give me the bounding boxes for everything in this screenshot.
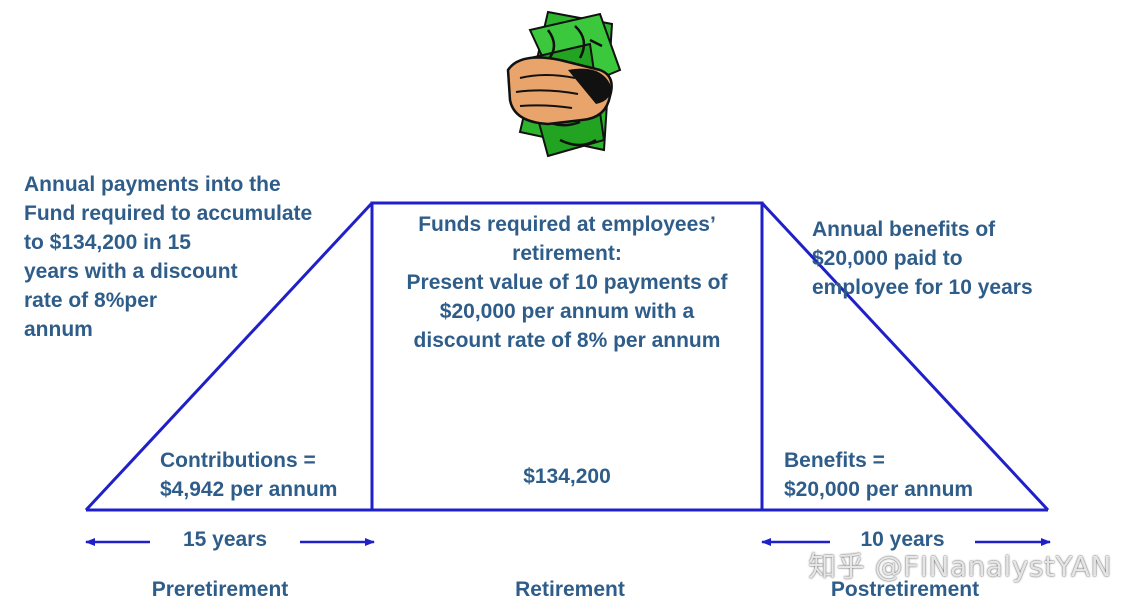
- watermark: 知乎 @FINanalystYAN: [808, 550, 1112, 583]
- fund-total-value: $134,200: [523, 465, 611, 488]
- preretirement-note: Annual payments into the Fund required t…: [24, 173, 313, 341]
- hand-holding-money-icon: [506, 10, 622, 158]
- postretirement-slope-line: [760, 201, 1050, 512]
- postretirement-note: Annual benefits of $20,000 paid to emplo…: [812, 218, 1033, 299]
- preretirement-slope-line: [84, 201, 374, 512]
- phase-postretirement-label: Postretirement: [830, 578, 980, 601]
- pre-duration-label: 15 years: [182, 528, 268, 551]
- phase-retirement-label: Retirement: [515, 578, 625, 601]
- retirement-funds-note: Funds required at employees’ retirement:…: [406, 213, 728, 352]
- contributions-label: Contributions = $4,942 per annum: [160, 449, 338, 501]
- benefits-label: Benefits = $20,000 per annum: [784, 449, 974, 501]
- phase-preretirement-label: Preretirement: [151, 578, 289, 601]
- post-duration-label: 10 years: [860, 528, 945, 551]
